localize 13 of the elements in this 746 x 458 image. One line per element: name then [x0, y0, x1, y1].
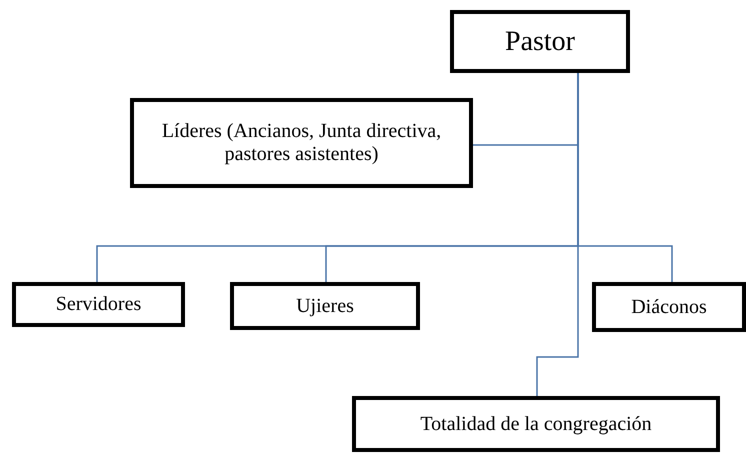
role-label: Servidores: [56, 293, 142, 316]
role-label: Ujieres: [296, 294, 354, 318]
org-box: [352, 396, 720, 452]
connector-line: [536, 73, 579, 396]
role-label: Líderes (Ancianos, Junta directiva, pastores asistentes): [160, 120, 442, 166]
org-box: [450, 10, 630, 73]
role-label: Totalidad de la congregación: [420, 412, 652, 436]
org-box: [130, 98, 473, 188]
role-label: Diáconos: [631, 296, 707, 318]
role-label: Pastor: [505, 26, 575, 58]
org-box: [592, 282, 746, 332]
org-box: [230, 282, 420, 330]
org-box: [12, 282, 185, 327]
